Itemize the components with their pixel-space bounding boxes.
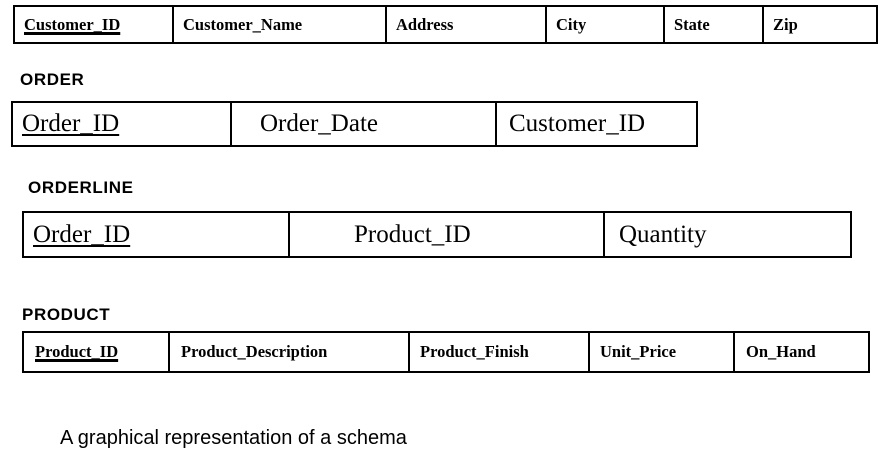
relation-box-order[interactable]: Order_ID Order_Date Customer_ID xyxy=(11,101,698,147)
attribute-cell-address[interactable]: Address xyxy=(387,7,547,42)
attribute-cell-zip[interactable]: Zip xyxy=(764,7,876,42)
attribute-cell-orderline-order-id[interactable]: Order_ID xyxy=(24,213,290,256)
attribute-label: Product_ID xyxy=(35,342,119,361)
attribute-label: Zip xyxy=(773,14,798,34)
attribute-cell-product-finish[interactable]: Product_Finish xyxy=(410,333,590,371)
relation-name-order: ORDER xyxy=(20,70,85,89)
attribute-cell-on-hand[interactable]: On_Hand xyxy=(735,333,868,371)
attribute-cell-orderline-product-id[interactable]: Product_ID xyxy=(290,213,605,256)
diagram-caption: A graphical representation of a schema xyxy=(60,427,407,449)
attribute-label: Customer_Name xyxy=(183,14,303,34)
relation-name-orderline: ORDERLINE xyxy=(28,178,134,197)
attribute-label: On_Hand xyxy=(746,342,816,361)
relation-name-product: PRODUCT xyxy=(22,305,111,324)
attribute-label: Order_ID xyxy=(22,110,120,137)
attribute-cell-customer-id[interactable]: Customer_ID xyxy=(15,7,174,42)
attribute-cell-orderline-quantity[interactable]: Quantity xyxy=(605,213,850,256)
attribute-cell-customer-name[interactable]: Customer_Name xyxy=(174,7,387,42)
attribute-cell-city[interactable]: City xyxy=(547,7,665,42)
attribute-cell-state[interactable]: State xyxy=(665,7,764,42)
attribute-cell-order-customer-id[interactable]: Customer_ID xyxy=(497,103,696,145)
attribute-label: Product_Finish xyxy=(420,342,529,361)
attribute-cell-product-id[interactable]: Product_ID xyxy=(24,333,170,371)
attribute-label: Customer_ID xyxy=(24,14,121,34)
relation-box-customer[interactable]: Customer_ID Customer_Name Address City S… xyxy=(13,5,878,44)
attribute-label: City xyxy=(556,14,587,34)
attribute-label: Quantity xyxy=(619,220,707,248)
attribute-cell-unit-price[interactable]: Unit_Price xyxy=(590,333,735,371)
attribute-label: Order_ID xyxy=(33,220,131,248)
attribute-label: Product_Description xyxy=(181,342,328,361)
relation-box-product[interactable]: Product_ID Product_Description Product_F… xyxy=(22,331,870,373)
relation-box-orderline[interactable]: Order_ID Product_ID Quantity xyxy=(22,211,852,258)
attribute-cell-order-date[interactable]: Order_Date xyxy=(232,103,497,145)
attribute-cell-product-description[interactable]: Product_Description xyxy=(170,333,410,371)
attribute-label: Customer_ID xyxy=(509,110,646,137)
attribute-label: Order_Date xyxy=(260,110,378,137)
attribute-label: State xyxy=(674,14,710,34)
attribute-label: Unit_Price xyxy=(600,342,677,361)
attribute-label: Address xyxy=(396,14,454,34)
attribute-label: Product_ID xyxy=(354,220,471,248)
attribute-cell-order-id[interactable]: Order_ID xyxy=(13,103,232,145)
